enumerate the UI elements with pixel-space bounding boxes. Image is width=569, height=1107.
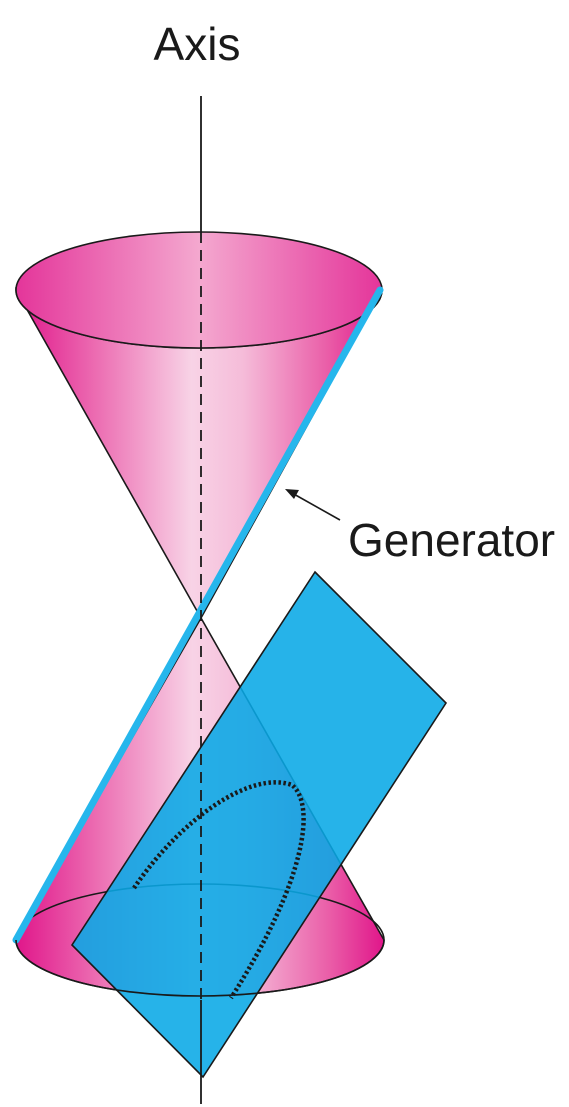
generator-arrow-shaft (291, 492, 341, 521)
upper-nappe-rim (15, 231, 383, 349)
generator-arrow (285, 489, 341, 521)
generator-line (12, 286, 384, 944)
cutting-plane (70, 570, 448, 1079)
axis-label: Axis (154, 18, 241, 70)
upper-nappe (15, 231, 383, 620)
generator-label: Generator (348, 514, 555, 566)
lower-nappe-rim-front (15, 939, 385, 997)
parabola-curve (132, 780, 306, 1000)
generator-arrow-head (285, 489, 299, 499)
